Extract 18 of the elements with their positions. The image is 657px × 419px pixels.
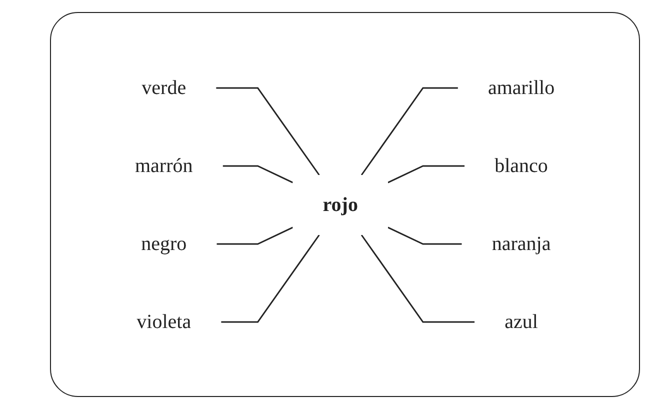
node-text: verde [142,76,186,98]
node-text: negro [141,232,187,254]
connector [388,226,462,244]
node-text: violeta [136,310,192,332]
connector [222,164,294,183]
node-text: azul [504,310,538,332]
connector [216,226,294,244]
connector [361,234,475,322]
node-text: naranja [492,232,551,254]
rounded-frame: verde marrón amarillo negro rojo blanco naranja violeta azul [50,12,640,397]
node-text: rojo [322,194,358,216]
connector [388,164,465,183]
connector [216,86,320,175]
connector [361,86,458,175]
node-text: amarillo [488,76,555,98]
node-text: marrón [135,154,193,176]
connector [221,234,320,322]
node-text: blanco [494,154,548,176]
